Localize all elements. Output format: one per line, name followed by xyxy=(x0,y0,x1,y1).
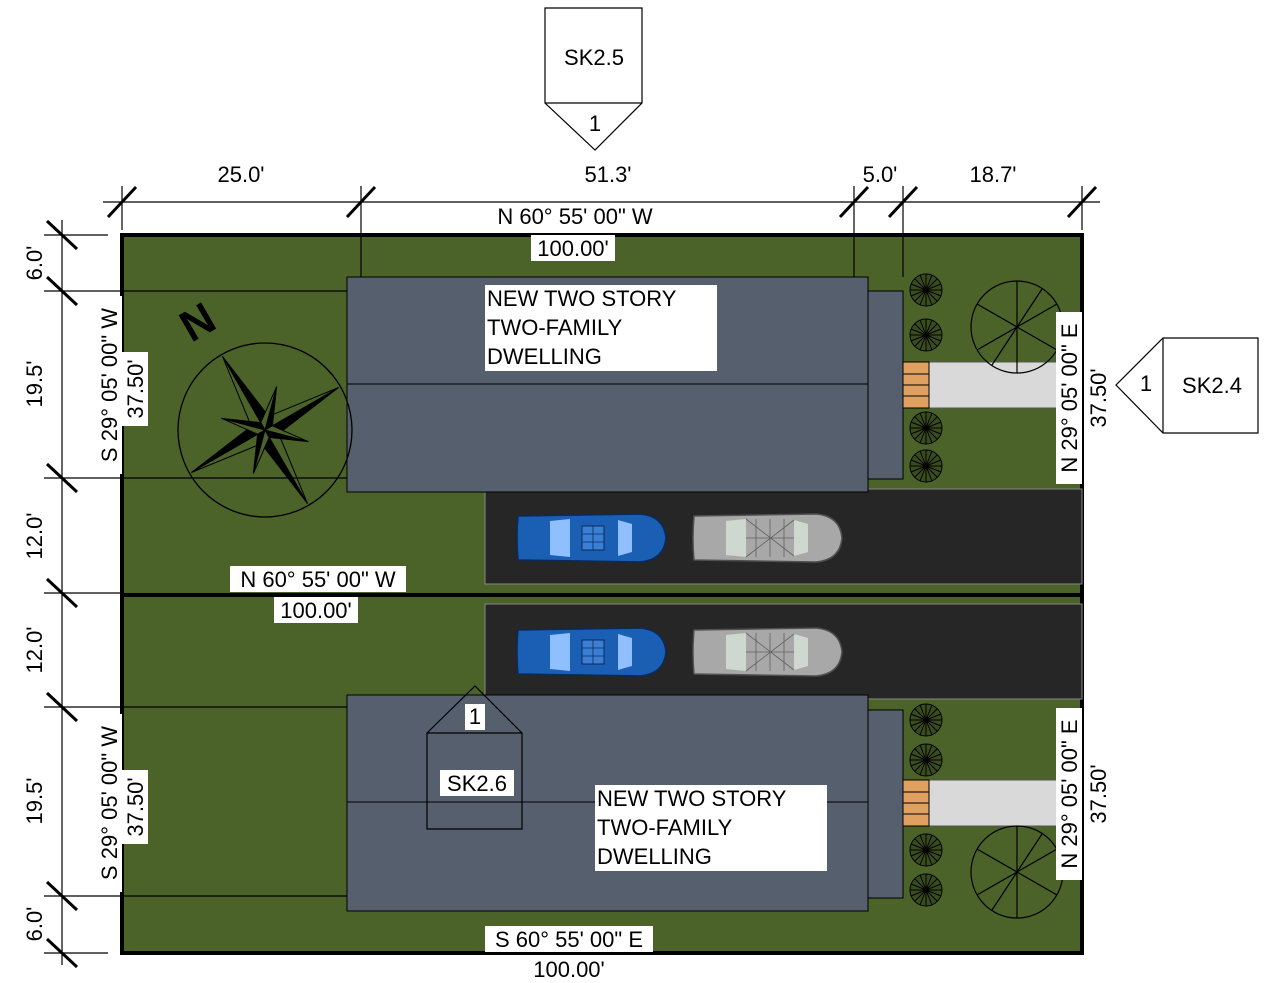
callout-sk26-sheet: SK2.6 xyxy=(447,771,507,796)
north-right-length: 37.50' xyxy=(1086,368,1111,427)
south-car-gray xyxy=(692,627,843,677)
top-dim-3: 5.0' xyxy=(863,162,898,187)
top-dimension-line xyxy=(103,185,1100,277)
north-building-label-3: DWELLING xyxy=(487,344,602,369)
top-dim-1: 25.0' xyxy=(217,162,264,187)
south-right-bearing: N 29° 05' 00" E xyxy=(1057,719,1082,868)
north-building-label-1: NEW TWO STORY xyxy=(487,286,677,311)
north-left-bearing: S 29° 05' 00" W xyxy=(97,308,122,462)
south-bottom-bearing: S 60° 55' 00" E xyxy=(495,927,643,952)
callout-sk25-num: 1 xyxy=(589,111,601,136)
left-dim-1: 6.0' xyxy=(22,246,47,281)
north-left-length: 37.50' xyxy=(123,359,148,418)
left-dim-2: 19.5' xyxy=(22,360,47,407)
north-top-bearing: N 60° 55' 00" W xyxy=(497,204,653,229)
compass-rose xyxy=(177,342,353,518)
left-dim-3: 12.0' xyxy=(22,512,47,559)
north-bottom-length: 100.00' xyxy=(280,598,352,623)
left-dim-4: 12.0' xyxy=(22,626,47,673)
south-walkway xyxy=(928,779,1074,827)
callout-sk24[interactable]: SK2.4 1 xyxy=(1115,337,1259,434)
south-bottom-length: 100.00' xyxy=(533,957,605,982)
south-building-label-2: TWO-FAMILY xyxy=(597,815,733,840)
top-dim-4: 18.7' xyxy=(969,162,1016,187)
north-right-bearing: N 29° 05' 00" E xyxy=(1057,323,1082,472)
south-left-length: 37.50' xyxy=(123,777,148,836)
left-dimension-line xyxy=(44,219,347,969)
callout-sk26-num: 1 xyxy=(469,704,481,729)
top-dim-2: 51.3' xyxy=(584,162,631,187)
callout-sk24-num: 1 xyxy=(1140,371,1152,396)
north-building-label-2: TWO-FAMILY xyxy=(487,315,623,340)
south-building-porch xyxy=(867,709,904,899)
north-walkway xyxy=(928,361,1074,409)
north-top-length: 100.00' xyxy=(537,236,609,261)
callout-sk25[interactable]: SK2.5 1 xyxy=(544,7,643,151)
south-right-length: 37.50' xyxy=(1086,764,1111,823)
left-dim-6: 6.0' xyxy=(22,907,47,942)
north-car-blue xyxy=(516,513,667,563)
north-car-gray xyxy=(692,513,843,563)
south-car-blue xyxy=(516,627,667,677)
callout-sk25-sheet: SK2.5 xyxy=(564,45,624,70)
north-bottom-bearing: N 60° 55' 00" W xyxy=(240,567,396,592)
south-building-label-3: DWELLING xyxy=(597,844,712,869)
south-left-bearing: S 29° 05' 00" W xyxy=(97,726,122,880)
left-dim-5: 19.5' xyxy=(22,777,47,824)
north-building-porch xyxy=(867,290,904,480)
callout-sk24-sheet: SK2.4 xyxy=(1182,373,1242,398)
south-building-label-1: NEW TWO STORY xyxy=(597,786,787,811)
callout-sk26[interactable]: 1 SK2.6 xyxy=(426,685,523,830)
